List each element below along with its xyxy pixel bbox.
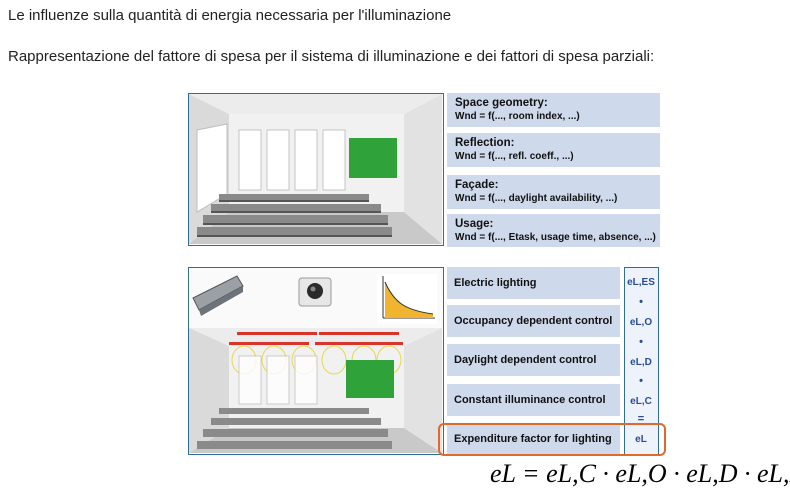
symbol-el-c: eL,C [630, 396, 652, 407]
luminaire-detail-icon [192, 275, 244, 316]
green-board [349, 138, 397, 178]
daylight-graph-icon [377, 274, 437, 324]
intro-line-2: Rappresentazione del fattore di spesa pe… [8, 48, 655, 65]
factor-electric-lighting: Electric lighting [447, 267, 620, 299]
expenditure-highlight-frame [438, 423, 666, 456]
influence-usage: Usage: Wnd = f(..., Etask, usage time, a… [447, 214, 660, 247]
luminaires [229, 332, 403, 345]
influence-space-geometry: Space geometry: Wnd = f(..., room index,… [447, 93, 660, 127]
operator-3: • [639, 375, 643, 387]
sensor-icon [298, 277, 332, 307]
operator-1: • [639, 296, 643, 308]
intro-line-1: Le influenze sulla quantità di energia n… [8, 7, 452, 24]
classroom-illustration-bottom [188, 267, 444, 455]
influence-reflection: Reflection: Wnd = f(..., refl. coeff., .… [447, 133, 660, 167]
influence-facade: Façade: Wnd = f(..., daylight availabili… [447, 175, 660, 209]
operator-2: • [639, 336, 643, 348]
symbol-el: eL [635, 434, 647, 445]
symbol-el-es: eL,ES [627, 277, 655, 288]
symbol-el-d: eL,D [630, 357, 652, 368]
expenditure-formula: eL = eL,C · eL,O · eL,D · eL,ES [490, 459, 790, 488]
factor-expenditure-lighting: Expenditure factor for lighting [447, 423, 620, 455]
classroom-illustration-top [188, 93, 444, 246]
factor-occupancy-control: Occupancy dependent control [447, 305, 620, 337]
factor-constant-illuminance: Constant illuminance control [447, 384, 620, 416]
symbol-el-o: eL,O [629, 317, 653, 328]
operator-equals: = [637, 413, 645, 425]
factor-daylight-control: Daylight dependent control [447, 344, 620, 376]
